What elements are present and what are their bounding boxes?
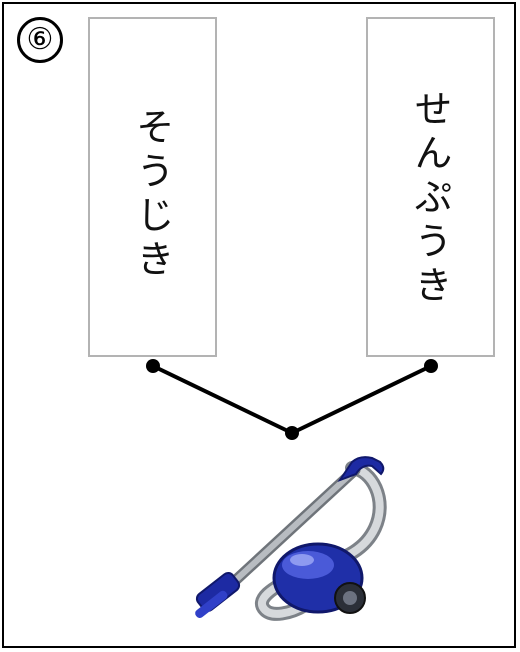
- connector-dot-right[interactable]: [424, 359, 438, 373]
- connector-line-right: [291, 364, 432, 435]
- choice-card-right[interactable]: せんぷうき: [366, 17, 495, 357]
- connector-dot-left[interactable]: [146, 359, 160, 373]
- choice-card-left[interactable]: そうじき: [88, 17, 217, 357]
- choice-word-right: せんぷうき: [408, 89, 452, 309]
- choice-word-left: そうじき: [130, 107, 174, 283]
- item-number: ⑥: [17, 17, 63, 63]
- connector-line-left: [152, 364, 293, 435]
- connector-dot-picture[interactable]: [285, 426, 299, 440]
